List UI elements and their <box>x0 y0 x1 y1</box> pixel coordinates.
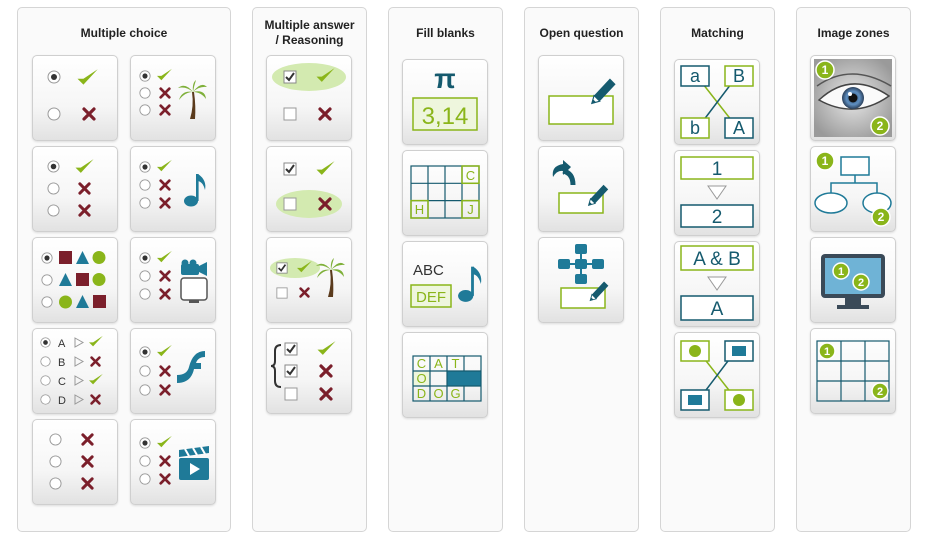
tile-open-question[interactable] <box>538 55 624 141</box>
crossword-t: T <box>452 356 460 371</box>
zone-marker-1: 1 <box>822 154 829 168</box>
zone-marker-2: 2 <box>858 277 864 289</box>
grid-letter-j: J <box>467 202 474 217</box>
zone-marker-1: 1 <box>824 346 830 358</box>
zone-marker-2: 2 <box>877 119 884 133</box>
crossword-c: C <box>417 356 426 371</box>
column-fill-blanks: Fill blanks π 3,14 C H J ABC <box>388 7 503 532</box>
flash-icon <box>177 351 205 383</box>
pi-value: 3,14 <box>422 103 469 130</box>
tile-single-choice-three[interactable] <box>32 146 118 232</box>
match-upper-b: B <box>733 66 745 86</box>
match-lower-a: a <box>690 66 701 86</box>
order-second: 2 <box>712 207 723 228</box>
option-d-label: D <box>58 395 66 407</box>
crossword-g: G <box>450 386 460 401</box>
grid-letter-h: H <box>415 202 424 217</box>
tile-multiple-answer-highlight[interactable] <box>266 146 352 232</box>
tile-image-zones-grid[interactable]: 1 2 <box>810 328 896 414</box>
tile-image-zones-screen[interactable]: 1 2 <box>810 237 896 323</box>
tile-fill-number[interactable]: π 3,14 <box>402 59 488 145</box>
column-title-matching: Matching <box>691 26 744 40</box>
tile-open-question-redo[interactable] <box>538 146 624 232</box>
tile-single-choice-image[interactable] <box>130 55 216 141</box>
tile-single-choice-flash[interactable] <box>130 328 216 414</box>
tile-fill-grid[interactable]: C H J <box>402 150 488 236</box>
tile-matching-shapes[interactable] <box>674 332 760 418</box>
column-open-question: Open question <box>524 7 639 532</box>
option-b-label: B <box>58 357 65 369</box>
zone-marker-1: 1 <box>838 266 844 278</box>
column-multiple-answer: Multiple answer / Reasoning <box>252 7 367 532</box>
match-upper-a: A <box>733 118 745 138</box>
tile-ordering[interactable]: 1 2 <box>674 150 760 236</box>
tile-crossword[interactable]: C A T O D O G <box>402 332 488 418</box>
undo-arrow-icon <box>552 160 571 177</box>
column-title-open-question: Open question <box>539 26 624 40</box>
tile-single-choice-audio[interactable] <box>130 146 216 232</box>
pi-symbol: π <box>434 63 455 94</box>
option-a-label: A <box>58 338 66 350</box>
tile-multiple-answer-image[interactable] <box>266 237 352 323</box>
crossword-a: A <box>434 356 443 371</box>
tile-reasoning[interactable] <box>266 328 352 414</box>
column-title-multiple-choice: Multiple choice <box>80 26 168 40</box>
tile-single-choice-movie[interactable] <box>130 419 216 505</box>
tile-single-choice-video[interactable] <box>130 237 216 323</box>
tile-matching-letters[interactable]: a B b A <box>674 59 760 145</box>
tile-multiple-choice-letters[interactable]: A B C D <box>32 328 118 414</box>
logic-a: A <box>711 299 724 320</box>
column-multiple-choice: Multiple choice <box>17 7 231 532</box>
tile-multiple-answer[interactable] <box>266 55 352 141</box>
def-text: DEF <box>416 289 446 306</box>
column-title-fill-blanks: Fill blanks <box>416 26 475 40</box>
zone-marker-2: 2 <box>877 386 883 398</box>
tile-single-choice-shapes[interactable] <box>32 237 118 323</box>
tile-logic[interactable]: A & B A <box>674 241 760 327</box>
column-title-image-zones: Image zones <box>817 26 890 40</box>
zone-marker-1: 1 <box>822 63 829 77</box>
zone-marker-2: 2 <box>878 210 885 224</box>
tile-image-zones-diagram[interactable]: 1 2 <box>810 146 896 232</box>
column-title-multiple-answer: Multiple answer / Reasoning <box>264 18 355 47</box>
order-first: 1 <box>712 159 723 180</box>
tile-fill-audio[interactable]: ABC DEF <box>402 241 488 327</box>
column-matching: Matching a B b A 1 2 <box>660 7 775 532</box>
crossword-d: D <box>417 386 426 401</box>
crossword-o: O <box>416 371 426 386</box>
match-lower-b: b <box>690 118 700 138</box>
tile-open-question-diagram[interactable] <box>538 237 624 323</box>
column-image-zones: Image zones 1 2 <box>796 7 911 532</box>
org-chart-icon <box>558 244 604 284</box>
tile-single-choice[interactable] <box>32 55 118 141</box>
tile-single-choice-all-wrong[interactable] <box>32 419 118 505</box>
crossword-o2: O <box>433 386 443 401</box>
tile-image-zones-photo[interactable]: 1 2 <box>810 55 896 141</box>
logic-a-and-b: A & B <box>693 249 741 270</box>
abc-text: ABC <box>413 262 444 279</box>
option-c-label: C <box>58 376 66 388</box>
grid-letter-c: C <box>466 168 475 183</box>
